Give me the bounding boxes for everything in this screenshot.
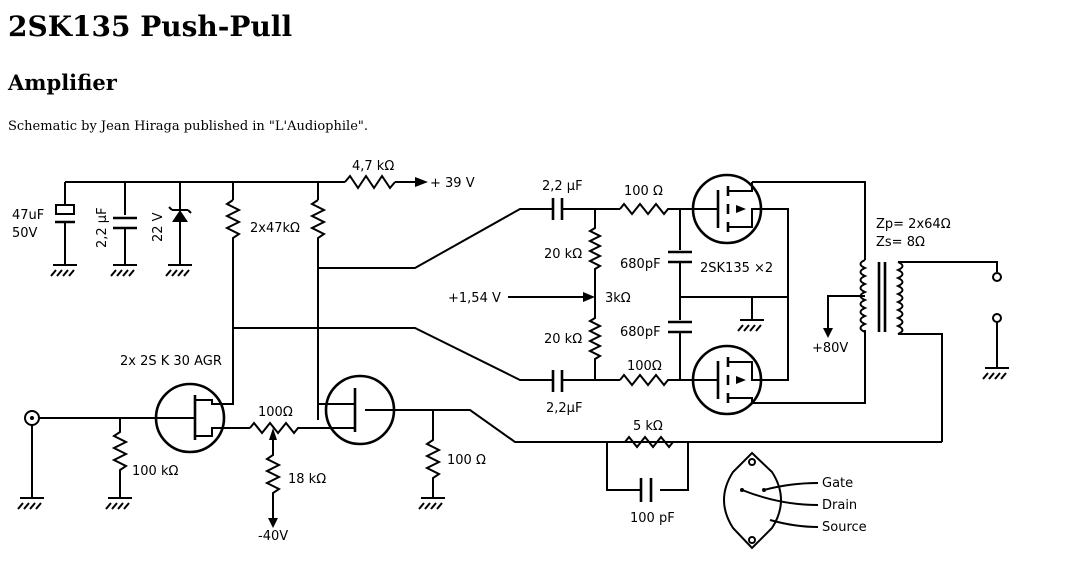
capacitor-680pf-top: [668, 209, 692, 297]
label-r-gate-bottom: 100Ω: [627, 359, 662, 374]
capacitor-680pf-bottom: [668, 297, 692, 380]
label-pin-drain: Drain: [822, 498, 857, 513]
label-c-47uf: 47uF: [12, 208, 44, 223]
mosfet-top: [691, 173, 789, 297]
input-jack: [17, 410, 185, 510]
label-r-100: 100 Ω: [447, 453, 486, 468]
label-r-gate-top: 100 Ω: [624, 184, 663, 199]
label-v-bias: +1,54 V: [448, 291, 501, 306]
label-pot-3k: 3kΩ: [605, 291, 631, 306]
output-ground: [982, 322, 1009, 380]
source-ground: [680, 296, 788, 332]
label-jfets: 2x 2S K 30 AGR: [120, 354, 222, 369]
supply-rail: [64, 181, 345, 215]
label-r-2x47k: 2x47kΩ: [250, 221, 300, 236]
page-title: 2SK135 Push-Pull: [8, 10, 293, 43]
label-v-plus80: +80V: [812, 341, 848, 356]
drain-wire-top: [752, 181, 866, 260]
capacitor-2u2-bottom: [548, 370, 620, 392]
resistor-47k-left: [224, 199, 242, 328]
label-zp: Zp= 2x64Ω: [876, 217, 951, 232]
label-r-5k: 5 kΩ: [633, 419, 663, 434]
resistor-5k-feedback: [606, 435, 689, 491]
label-c-680pf-top: 680pF: [620, 257, 661, 272]
resistor-gate-top: [619, 202, 700, 216]
label-r-bias-top: 20 kΩ: [544, 247, 582, 262]
resistor-gate-bottom: [619, 373, 700, 387]
pot-100-tail: [249, 421, 340, 528]
label-c-50v: 50V: [12, 226, 38, 241]
label-mosfets: 2SK135 ×2: [700, 261, 773, 276]
jfet-right: [317, 374, 942, 446]
drive-wires: [233, 208, 548, 381]
label-v-plus39: + 39 V: [430, 176, 475, 191]
label-zener: 22 V: [151, 212, 166, 242]
bias-arrow: [508, 292, 595, 302]
mosfet-bottom: [691, 297, 866, 416]
label-c-2u2-bypass: 2,2 µF: [95, 207, 110, 248]
resistor-100-right: [418, 410, 445, 510]
label-zs: Zs= 8Ω: [876, 235, 925, 250]
label-v-minus40: -40V: [258, 529, 288, 544]
label-r-bias-bot: 20 kΩ: [544, 332, 582, 347]
amplifier-schematic: 4,7 kΩ + 39 V 47uF 50V 2,2 µF 22 V 2x47k…: [12, 159, 1009, 550]
label-pin-gate: Gate: [822, 476, 853, 491]
capacitor-100pf-feedback: [639, 478, 653, 502]
label-r-tail: 100Ω: [258, 405, 293, 420]
capacitor-2u2-bypass: [110, 216, 137, 277]
label-pin-source: Source: [822, 520, 867, 535]
label-r-100k: 100 kΩ: [132, 464, 178, 479]
to3-package-pinout: [723, 451, 819, 550]
output-terminal-ground: [992, 313, 1002, 323]
page-subtitle: Amplifier: [8, 70, 117, 95]
capacitor-2u2-top: [548, 198, 620, 220]
bias-divider: [562, 209, 603, 381]
output-transformer: [823, 259, 998, 442]
resistor-4k7: [344, 174, 428, 190]
label-c-680pf-bottom: 680pF: [620, 325, 661, 340]
output-terminal-hot: [992, 272, 1002, 282]
label-c-2u2-top: 2,2 µF: [542, 179, 583, 194]
jfet-left: [154, 328, 250, 454]
schematic-caption: Schematic by Jean Hiraga published in "L…: [8, 119, 369, 134]
resistor-47k-right: [309, 199, 327, 420]
label-c-100pf: 100 pF: [630, 511, 675, 526]
label-c-2u2-bottom: 2,2µF: [546, 401, 582, 416]
label-r-4k7: 4,7 kΩ: [352, 159, 394, 174]
zener-22v: [165, 206, 192, 277]
resistor-100k-input: [105, 418, 132, 510]
label-r-18k: 18 kΩ: [288, 472, 326, 487]
capacitor-47uf: [50, 204, 77, 277]
